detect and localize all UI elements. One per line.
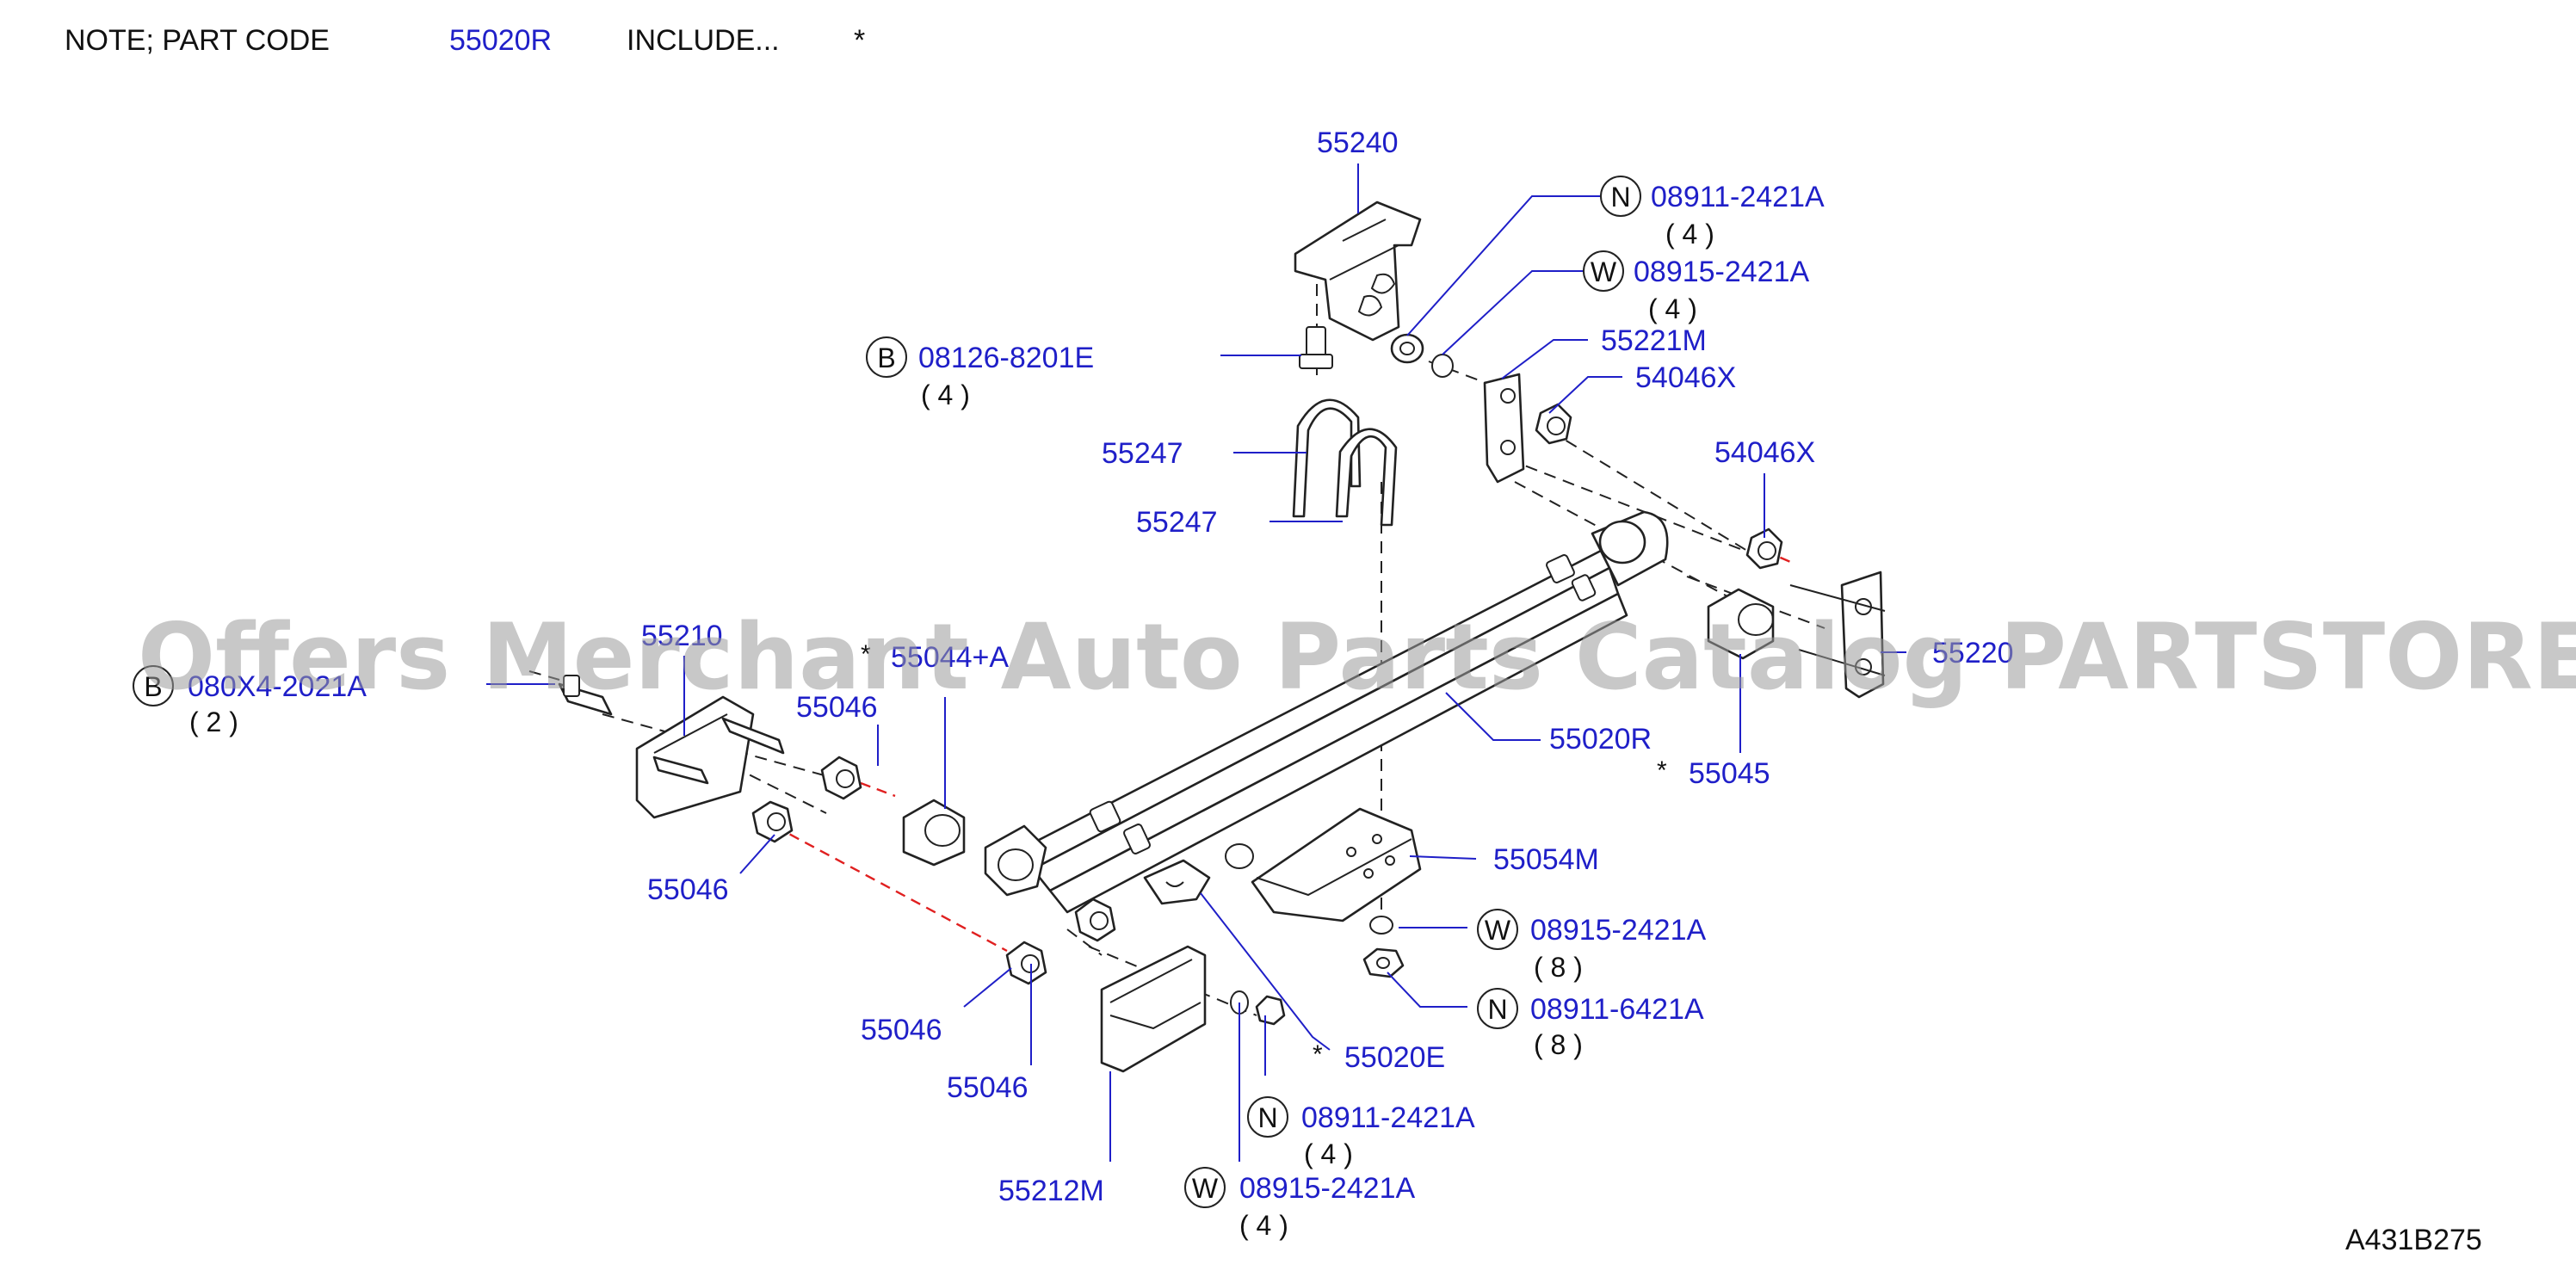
callout-star: *: [1657, 756, 1667, 785]
nut-top[interactable]: [1390, 333, 1424, 364]
callout-55044a[interactable]: * 55044+A: [861, 640, 1009, 674]
callout-code: 55020E: [1344, 1041, 1445, 1074]
callout-qty: ( 4 ): [921, 379, 970, 410]
callout-08915-2421a-lower[interactable]: W 08915-2421A ( 4 ): [1184, 1167, 1416, 1241]
callout-55054m[interactable]: 55054M: [1493, 843, 1599, 876]
nut-seat[interactable]: [1362, 947, 1405, 978]
front-bolt[interactable]: [558, 675, 613, 716]
note-star: *: [854, 24, 865, 57]
callout-code: 08126-8201E: [918, 342, 1094, 374]
callout-55046-d[interactable]: 55046: [947, 1071, 1029, 1104]
callout-letter: W: [1192, 1173, 1219, 1204]
callout-55046-a[interactable]: 55046: [796, 691, 878, 724]
note-line: NOTE; PART CODE 55020R INCLUDE... *: [65, 24, 865, 57]
callout-star: *: [1313, 1040, 1323, 1069]
callout-letter: N: [1610, 182, 1630, 213]
callout-080x4-2021a[interactable]: B 080X4-2021A ( 2 ): [133, 665, 367, 737]
callout-code: 08915-2421A: [1634, 256, 1810, 288]
callout-08915-2421a-top[interactable]: W 08915-2421A ( 4 ): [1583, 250, 1810, 324]
plate-55212m[interactable]: [1100, 945, 1207, 1073]
callout-55020e[interactable]: * 55020E: [1313, 1040, 1445, 1074]
callout-letter: B: [877, 342, 895, 373]
leaf-spring-55020r[interactable]: [984, 510, 1669, 914]
leader-lines: [486, 163, 1906, 1162]
callout-code: 08911-2421A: [1301, 1101, 1475, 1134]
callout-code: 08915-2421A: [1530, 914, 1707, 947]
diagram-id: A431B275: [2345, 1224, 2482, 1256]
callout-55221m[interactable]: 55221M: [1601, 324, 1707, 357]
bushing-54046x-top[interactable]: [1535, 403, 1572, 445]
callout-55212m[interactable]: 55212M: [998, 1175, 1104, 1207]
nut-lower[interactable]: [1255, 995, 1286, 1026]
u-bolt-55247-a[interactable]: [1292, 398, 1362, 518]
callout-code: 08911-6421A: [1530, 993, 1704, 1026]
washer-seat[interactable]: [1369, 916, 1393, 935]
callout-qty: ( 4 ): [1239, 1210, 1288, 1241]
callout-55247-b[interactable]: 55247: [1136, 506, 1218, 539]
bushing-55046-c[interactable]: [1074, 898, 1116, 942]
callout-qty: ( 4 ): [1648, 293, 1697, 324]
callout-qty: ( 8 ): [1534, 1029, 1583, 1060]
callout-qty: ( 8 ): [1534, 952, 1583, 983]
callout-08911-2421a-lower[interactable]: N 08911-2421A ( 4 ): [1247, 1096, 1475, 1169]
callout-55045[interactable]: * 55045: [1657, 756, 1770, 790]
hanger-plate-55210[interactable]: [635, 695, 785, 819]
washer-top[interactable]: [1431, 354, 1454, 378]
callout-qty: ( 4 ): [1304, 1138, 1353, 1169]
callout-55220[interactable]: 55220: [1932, 637, 2014, 669]
bracket-55240[interactable]: [1294, 200, 1422, 342]
callout-code: 55045: [1689, 757, 1770, 790]
watermark: Offers Merchant Auto Parts Catalog PARTS…: [138, 604, 2576, 710]
callout-qty: ( 4 ): [1665, 219, 1714, 250]
callout-code: 08915-2421A: [1239, 1172, 1416, 1205]
bolt-08126[interactable]: [1299, 326, 1333, 369]
spring-seat-55054m[interactable]: [1225, 807, 1422, 922]
callout-54046x-right[interactable]: 54046X: [1714, 436, 1815, 469]
shackle-plate-55221m[interactable]: [1483, 373, 1525, 484]
callout-55020r[interactable]: 55020R: [1549, 723, 1652, 756]
bushing-55045[interactable]: [1707, 588, 1775, 660]
bushing-55044a[interactable]: [902, 799, 966, 867]
callout-code: 08911-2421A: [1651, 181, 1825, 213]
callout-08915-2421a-seat[interactable]: W 08915-2421A ( 8 ): [1477, 909, 1707, 983]
callout-letter: N: [1257, 1102, 1277, 1133]
bushing-54046x-right[interactable]: [1745, 527, 1783, 570]
rear-shackle-55220[interactable]: [1789, 571, 1886, 699]
callout-letter: W: [1485, 915, 1511, 946]
callout-code: 080X4-2021A: [188, 670, 367, 703]
callout-55046-b[interactable]: 55046: [647, 873, 729, 906]
note-include: INCLUDE...: [627, 24, 780, 57]
callout-54046x-top[interactable]: 54046X: [1635, 361, 1736, 394]
callout-55210[interactable]: 55210: [641, 620, 723, 652]
bushing-55046-d[interactable]: [1005, 941, 1047, 985]
u-bolt-55247-b[interactable]: [1335, 428, 1398, 527]
callout-star: *: [861, 640, 871, 669]
callout-code: 55044+A: [891, 641, 1009, 674]
callout-qty: ( 2 ): [189, 706, 238, 737]
callout-letter: B: [144, 671, 162, 702]
callout-55247-a[interactable]: 55247: [1102, 437, 1183, 470]
note-prefix: NOTE; PART CODE: [65, 24, 330, 57]
callout-letter: N: [1487, 994, 1507, 1025]
callout-08126-8201e[interactable]: B 08126-8201E ( 4 ): [866, 336, 1094, 410]
callout-08911-6421a[interactable]: N 08911-6421A ( 8 ): [1477, 988, 1704, 1060]
callout-55240[interactable]: 55240: [1317, 126, 1399, 159]
pad-55020e[interactable]: [1143, 859, 1211, 905]
bushing-55046-b[interactable]: [751, 800, 794, 843]
bushing-55046-a[interactable]: [820, 756, 862, 800]
callout-55046-c[interactable]: 55046: [861, 1014, 942, 1046]
note-part-code[interactable]: 55020R: [449, 24, 552, 57]
callout-08911-2421a-top[interactable]: N 08911-2421A ( 4 ): [1600, 176, 1825, 250]
callout-letter: W: [1591, 256, 1617, 287]
